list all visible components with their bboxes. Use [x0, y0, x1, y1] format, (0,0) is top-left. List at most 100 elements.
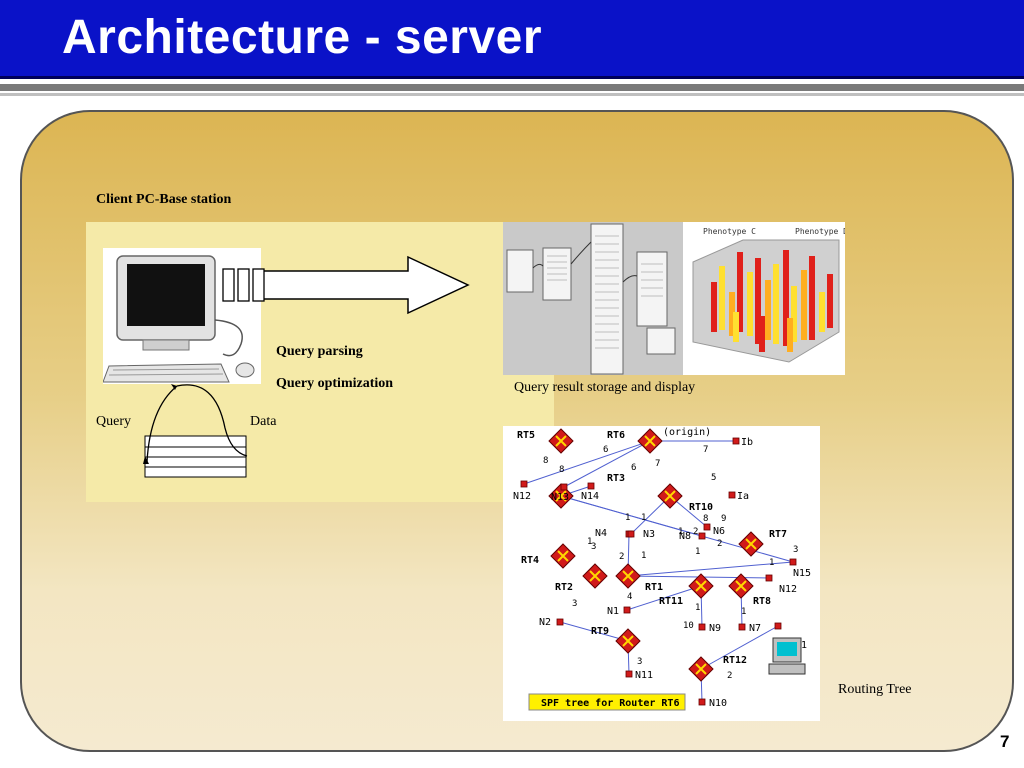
routing-link	[627, 561, 794, 577]
network-label: N3	[643, 529, 655, 540]
network-node	[556, 618, 564, 626]
divider	[0, 84, 1024, 91]
cost-label: 4	[627, 592, 632, 602]
cost-label: 3	[793, 545, 798, 555]
cost-label: 7	[655, 459, 660, 469]
router-label: RT5	[517, 430, 535, 441]
cost-label: 3	[637, 657, 642, 667]
network-label: N2	[539, 617, 551, 628]
network-node	[738, 623, 746, 631]
network-node	[698, 532, 706, 540]
network-label: N12	[513, 491, 531, 502]
network-node	[703, 523, 711, 531]
routing-caption: Routing Tree	[838, 682, 912, 697]
host-screen	[777, 642, 797, 656]
router-label: RT12	[723, 655, 747, 666]
page-number: 7	[1000, 732, 1010, 751]
network-label: N15	[793, 568, 811, 579]
network-node	[623, 606, 631, 614]
router-label: RT3	[607, 473, 625, 484]
routing-link	[700, 625, 779, 670]
query-result-image: Phenotype C Phenotype D	[503, 222, 845, 375]
cost-label: 6	[631, 463, 636, 473]
network-label: N1	[607, 606, 619, 617]
cost-label: 1	[741, 607, 746, 617]
router-label: RT9	[591, 626, 609, 637]
cost-label: 8	[543, 456, 548, 466]
router-arrows	[644, 435, 656, 447]
spf-title-box	[528, 693, 686, 711]
network-node	[698, 698, 706, 706]
spf-title: SPF tree for Router RT6	[541, 698, 679, 709]
network-node	[732, 437, 740, 445]
router-arrows	[557, 550, 569, 562]
network-node	[560, 483, 568, 491]
cost-label: 2	[619, 552, 624, 562]
network-label: N9	[709, 623, 721, 634]
cost-label: 1	[641, 551, 646, 561]
phenotype-d-title: Phenotype D	[795, 227, 845, 236]
routing-link	[626, 585, 702, 611]
cost-label: 1	[625, 513, 630, 523]
network-node	[698, 623, 706, 631]
network-node	[587, 482, 595, 490]
cost-label: 2	[717, 539, 722, 549]
cost-label: 1	[641, 513, 646, 523]
routing-link	[563, 440, 651, 488]
cost-label: 6	[603, 445, 608, 455]
network-node	[765, 574, 773, 582]
network-node	[627, 530, 635, 538]
router-arrows	[622, 570, 634, 582]
cost-label: 8	[559, 465, 564, 475]
phenotype-c-title: Phenotype C	[703, 227, 756, 236]
database-table	[143, 384, 248, 478]
router-label: RT10	[689, 502, 713, 513]
routing-link	[523, 440, 651, 485]
query-label: Query	[96, 414, 131, 429]
router-arrows	[695, 580, 707, 592]
result-caption: Query result storage and display	[514, 380, 696, 395]
cost-label: 1	[587, 537, 592, 547]
cost-label: 5	[711, 473, 716, 483]
data-label: Data	[250, 414, 277, 429]
query-optimization-label: Query optimization	[276, 376, 394, 391]
network-label: N8	[679, 531, 691, 542]
router-arrows	[555, 435, 567, 447]
host-base	[768, 663, 806, 675]
router-arrows	[622, 635, 634, 647]
network-node	[520, 480, 528, 488]
client-label: Client PC-Base station	[96, 192, 232, 207]
router-arrows	[735, 580, 747, 592]
query-arrow	[222, 255, 470, 315]
cost-label: 3	[572, 599, 577, 609]
cost-label: 2	[693, 527, 698, 537]
cost-label: 2	[727, 671, 732, 681]
cost-label: 3	[591, 542, 596, 552]
network-label: N13	[551, 492, 569, 503]
origin-label: (origin)	[663, 427, 711, 438]
title-bar: Architecture - server	[0, 0, 1024, 79]
network-label: Ib	[741, 437, 753, 448]
page-title: Architecture - server	[62, 11, 543, 64]
network-label: N10	[709, 698, 727, 709]
computer-image	[102, 248, 261, 384]
routing-link	[559, 621, 629, 642]
routing-link	[630, 495, 671, 535]
cost-label: 1	[695, 603, 700, 613]
router-label: RT6	[607, 430, 625, 441]
cost-label: 1	[695, 547, 700, 557]
router-label: RT2	[555, 582, 573, 593]
router-arrows	[589, 570, 601, 582]
cost-label: 7	[703, 445, 708, 455]
router-label: RT8	[753, 596, 771, 607]
router-label: RT11	[659, 596, 683, 607]
network-node	[774, 622, 782, 630]
cost-label: 1	[769, 558, 774, 568]
network-label: Ia	[737, 491, 749, 502]
network-label: N4	[595, 528, 607, 539]
network-node	[789, 558, 797, 566]
router-arrows	[695, 663, 707, 675]
router-label: RT7	[769, 529, 787, 540]
router-arrows	[664, 490, 676, 502]
network-label: N11	[635, 670, 653, 681]
